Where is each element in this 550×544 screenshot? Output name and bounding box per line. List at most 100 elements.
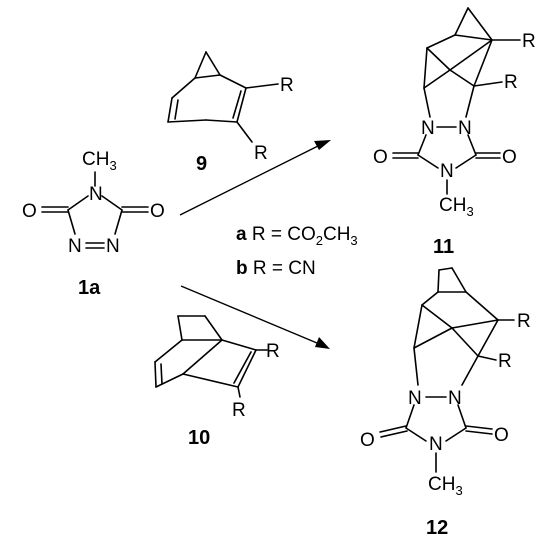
bond [67,195,89,211]
bond [454,7,469,36]
substituent-label: R [504,72,518,93]
atom-label: N [106,236,120,257]
bond [101,195,123,211]
bond [421,304,453,329]
bond [380,430,408,438]
bond [421,291,439,306]
bond [182,339,223,375]
atom-label: N [68,236,82,257]
bond [205,119,238,123]
bond [455,154,477,169]
compound-9: R R 9 [167,51,294,175]
bond [232,90,242,119]
bond [451,327,479,357]
bond [457,404,467,429]
arrow-head [315,337,330,349]
bond [465,425,493,430]
bond [445,427,467,442]
bond [417,134,427,156]
bond [167,97,173,123]
compound-number: 9 [196,153,207,175]
bond [461,355,479,386]
bond [477,355,497,361]
bond [413,327,453,349]
atom-label: O [150,201,165,222]
bond [449,39,493,71]
atom-label: N [429,434,443,455]
atom-label: N [408,388,422,409]
bond [194,74,221,79]
atom-label: O [494,425,509,446]
bond [171,77,196,99]
atom-label: O [360,430,375,451]
bond [426,34,456,49]
bond [405,427,427,442]
compound-12: R R N N O O N CH3 12 [360,267,531,539]
atom-label: N [421,118,435,139]
bond [160,363,163,385]
condition-a: a R = CO2CH3 [236,224,358,248]
bond [477,319,499,357]
atom-label: N [89,184,103,205]
bond [465,85,475,118]
bond [154,339,183,363]
atom-label: CH3 [439,195,474,219]
bond [177,315,183,341]
reaction-arrows [179,140,331,349]
compound-number: 10 [188,427,210,449]
atom-label: CH3 [428,474,463,498]
compound-11: R R N N O O N CH3 11 [373,7,536,258]
bond [114,209,123,235]
bond [451,267,467,293]
bond [194,51,207,79]
bond [236,87,247,123]
bond [379,425,407,433]
substituent-label: R [232,400,246,421]
bond [423,47,428,89]
bond [67,209,76,235]
bond [154,361,157,388]
bond [219,74,247,89]
substituent-label: R [266,341,280,362]
atom-label: O [373,147,388,168]
bond [467,134,477,156]
conditions: a R = CO2CH3 b R = CN [236,224,358,279]
bond [437,269,440,293]
bond [426,47,451,71]
bond [236,121,253,143]
bond [182,373,239,388]
bond [449,69,475,87]
bond [221,339,257,351]
bond [438,267,453,271]
bond [413,347,419,386]
bond [205,51,221,76]
atom-label: N [458,118,472,139]
bond [155,373,184,388]
bond [417,154,439,169]
atom-label: O [22,201,37,222]
bond [174,99,179,120]
bond [405,404,415,429]
bond [233,351,252,384]
condition-b: b R = CN [236,258,316,279]
bond [465,430,493,435]
bond [237,386,241,398]
bond [467,7,493,41]
bond [204,315,223,341]
bond [423,87,431,118]
bond [167,119,207,123]
bond [413,304,423,349]
compound-10: R R 10 [154,315,280,449]
bond [473,39,493,87]
bond [473,81,503,87]
bond [454,34,493,41]
compound-1a: CH3 N O O N N 1a [22,149,165,299]
substituent-label: R [517,311,531,332]
atom-label: N [448,388,462,409]
compound-number: 1a [78,277,101,299]
atom-label: N [440,161,454,182]
bond [451,319,499,329]
substituent-label: R [280,75,294,96]
atom-label: O [502,147,517,168]
bond [423,69,451,89]
